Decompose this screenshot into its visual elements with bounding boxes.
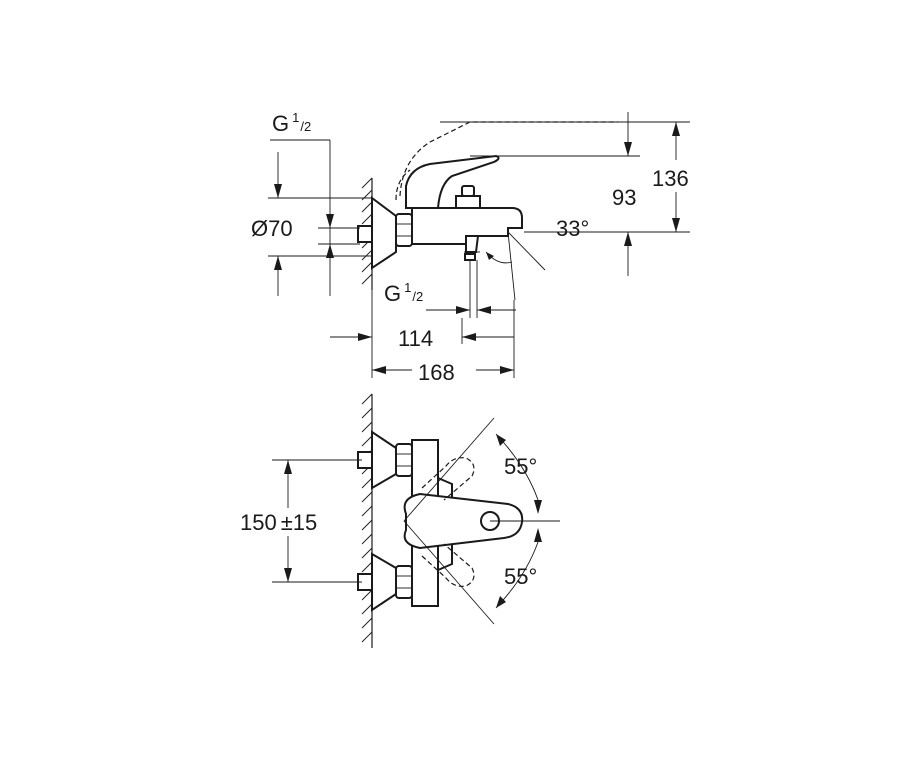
wall-front (361, 393, 373, 648)
height-label-93: 93 (612, 185, 636, 210)
wall-connector-upper (357, 430, 413, 490)
depth-dimensions (330, 290, 516, 384)
angle-label-55-bottom: 55° (504, 564, 537, 589)
angle-label-55-top: 55° (504, 454, 537, 479)
angle-label-33: 33° (556, 216, 589, 241)
wall-connector-lower (357, 552, 413, 612)
depth-label-114: 114 (398, 326, 433, 351)
left-dimensions (268, 139, 372, 296)
spray-angle-lines (485, 231, 606, 301)
front-view: 150±15 55° 55° (238, 393, 560, 648)
spacing-label: 150±15 (240, 510, 317, 535)
height-label-136: 136 (652, 166, 689, 191)
side-view: G1/2 Ø70 G1/2 33° 93 136 114 168 (251, 110, 704, 385)
height-dimensions (440, 112, 704, 276)
wall-connector-side (357, 196, 413, 270)
lever-side (395, 121, 618, 209)
rotation-angles (403, 417, 560, 625)
mixer-body-side (411, 185, 523, 318)
diameter-label: Ø70 (251, 216, 293, 241)
spacing-dimension (238, 459, 362, 583)
depth-label-168: 168 (418, 360, 455, 385)
